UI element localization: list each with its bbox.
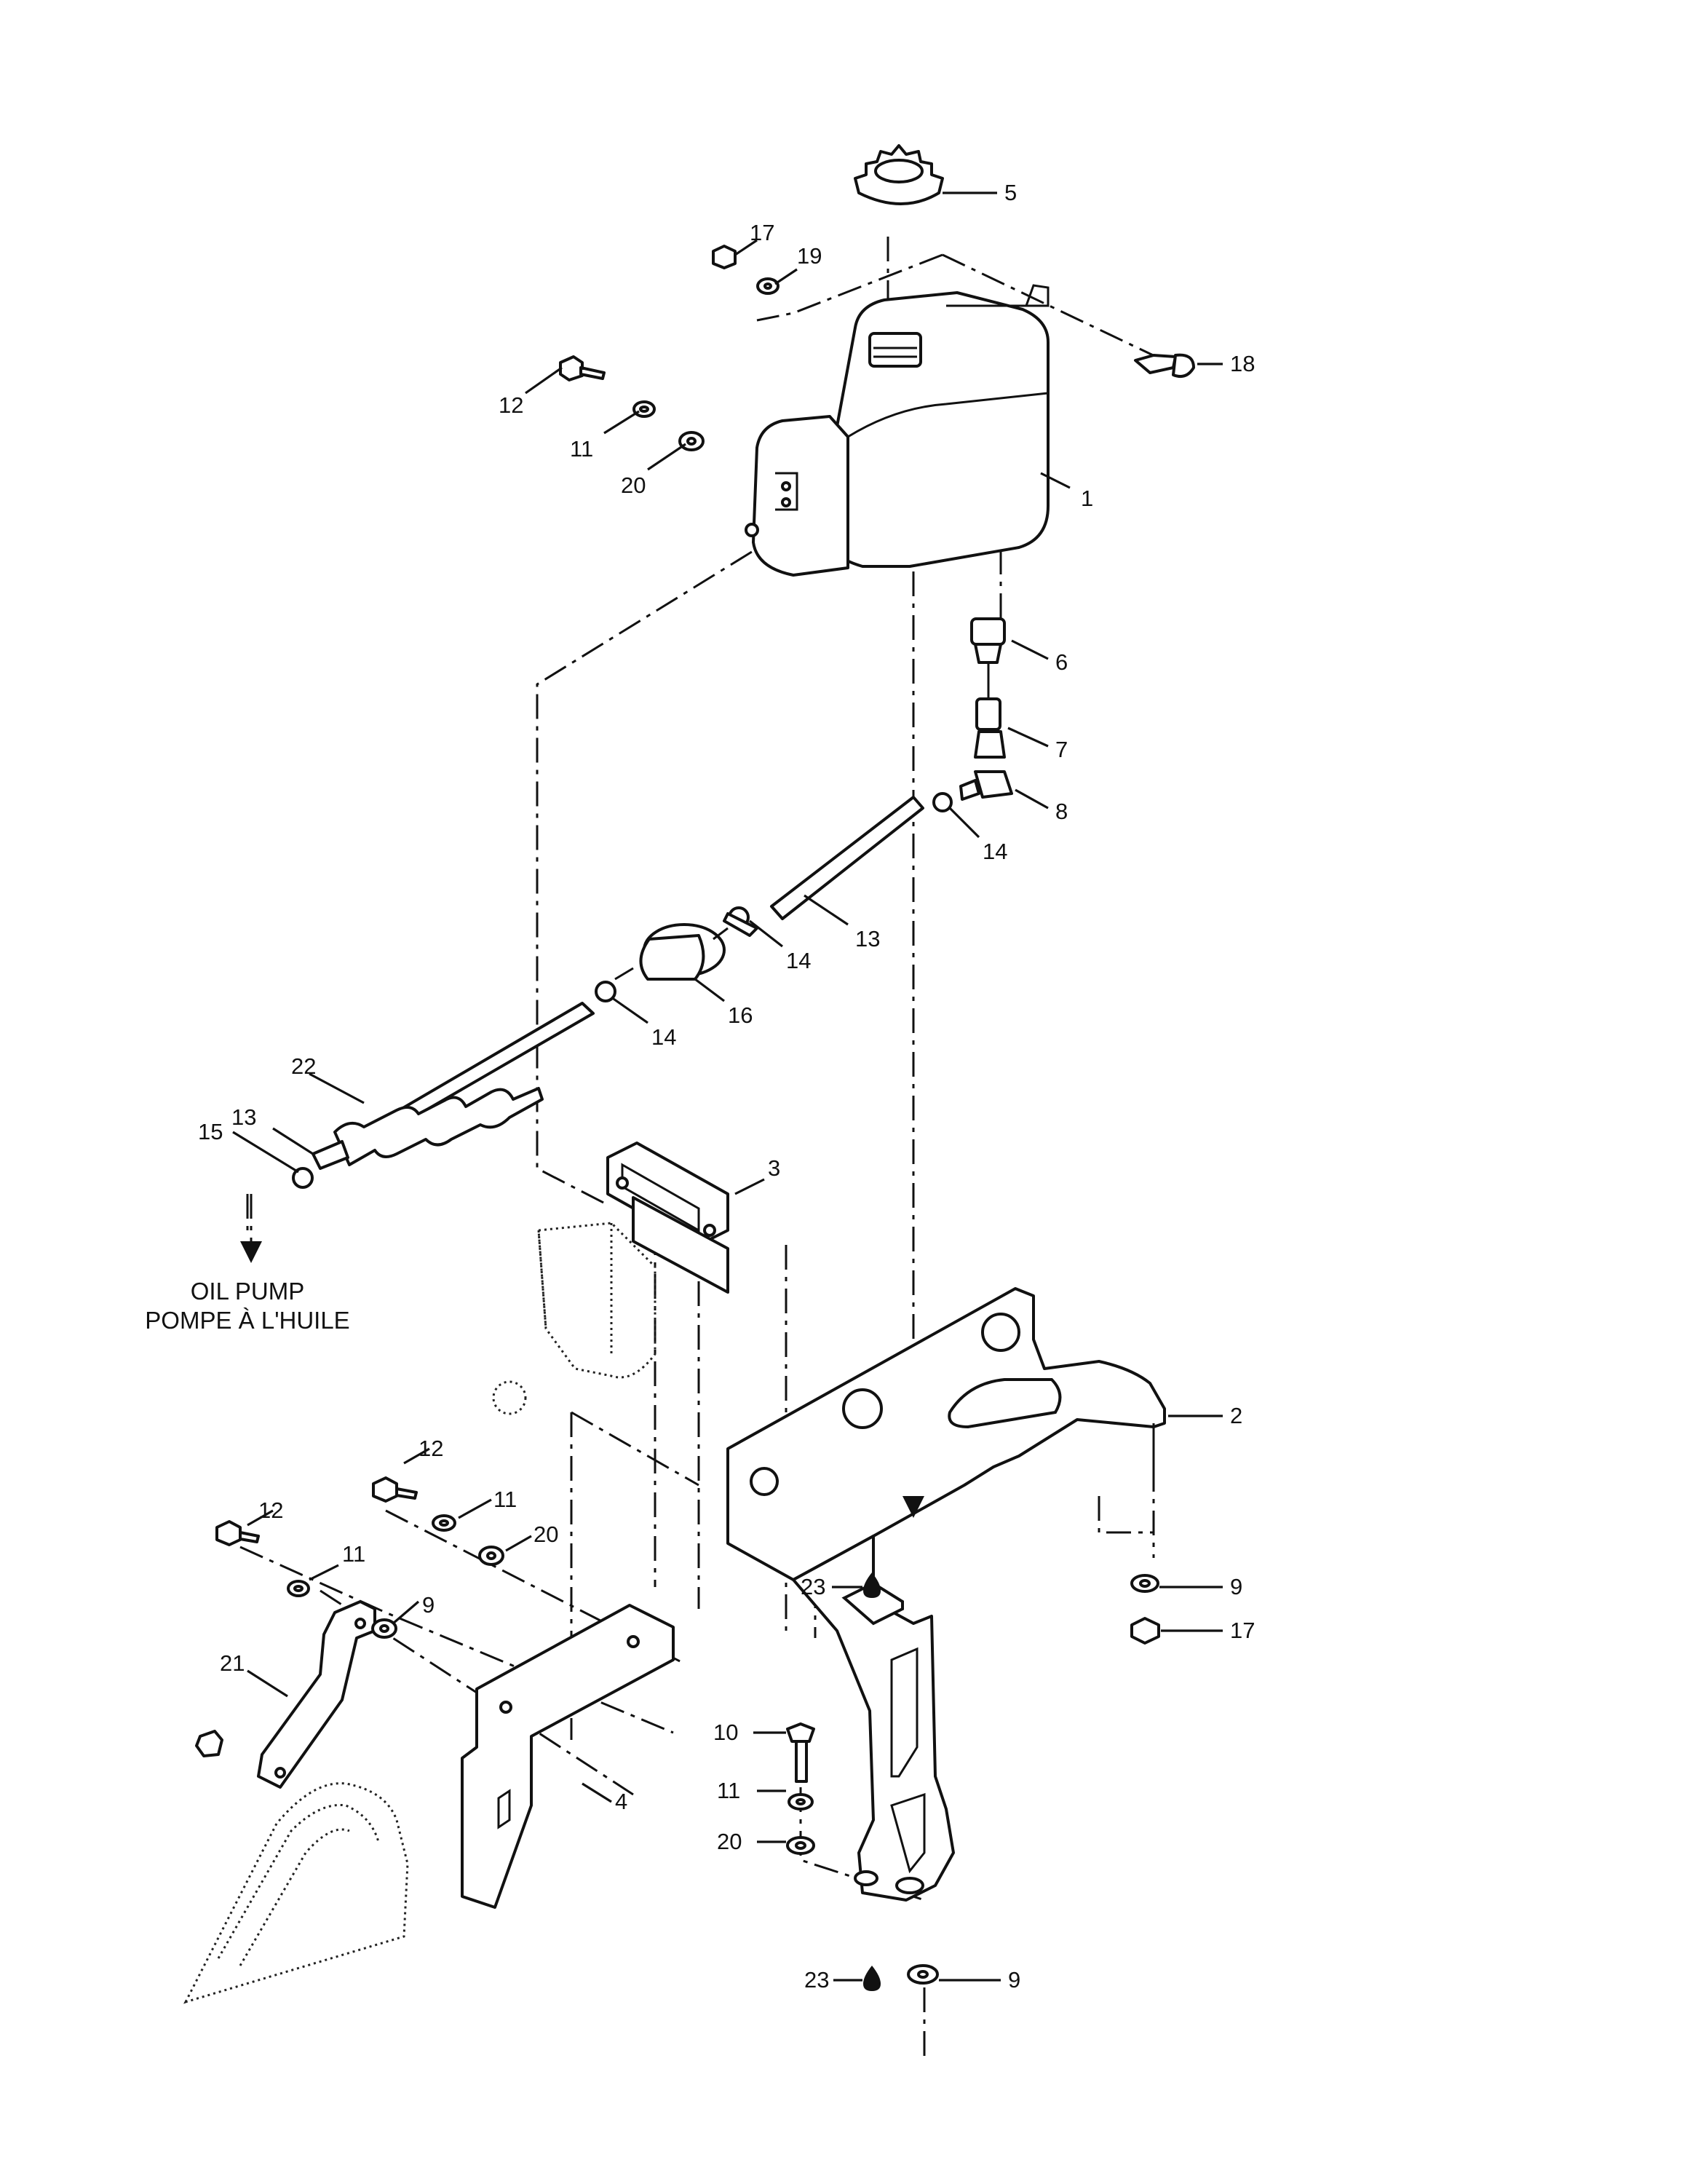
callout-11: 11 <box>570 436 593 462</box>
callout-14: 14 <box>786 948 811 973</box>
oil-line-assembly <box>292 617 1013 1189</box>
arrow-down-icon <box>240 1241 262 1263</box>
callout-21: 21 <box>220 1650 245 1676</box>
arrow-down-icon <box>903 1496 924 1518</box>
callout-15: 15 <box>198 1119 223 1144</box>
callout-13: 13 <box>231 1104 256 1130</box>
callout-7: 7 <box>1055 737 1068 762</box>
callout-10: 10 <box>713 1720 738 1745</box>
callout-9: 9 <box>1230 1574 1242 1599</box>
callout-23: 23 <box>801 1574 825 1599</box>
flow-arrows <box>240 1194 924 1518</box>
callout-20: 20 <box>621 472 646 498</box>
bracket-21 <box>195 1600 376 1789</box>
callout-12: 12 <box>258 1497 283 1523</box>
callout-14: 14 <box>983 839 1007 864</box>
callout-4: 4 <box>615 1789 627 1814</box>
oil-pump-caption: OIL PUMP POMPE À L'HUILE <box>145 1278 349 1334</box>
callout-16: 16 <box>728 1002 753 1028</box>
bracket-4 <box>461 1604 675 1909</box>
callout-17: 17 <box>1230 1618 1255 1643</box>
callout-12: 12 <box>499 392 523 418</box>
mounting-bracket-2 <box>726 1287 1166 1902</box>
callout-11: 11 <box>493 1487 517 1512</box>
electronic-module-phantom <box>492 1222 656 1415</box>
callout-22: 22 <box>291 1053 316 1079</box>
callout-18: 18 <box>1230 351 1255 376</box>
callout-12: 12 <box>418 1436 443 1461</box>
callout-9: 9 <box>1008 1967 1020 1993</box>
lower-hardware <box>215 1476 1160 1991</box>
callout-20: 20 <box>533 1522 558 1547</box>
engine-housing-phantom <box>183 1782 409 2004</box>
caption-line-fr: POMPE À L'HUILE <box>145 1307 349 1334</box>
tank-mounting-hardware <box>559 245 1195 451</box>
filler-cap <box>854 144 944 205</box>
callout-5: 5 <box>1004 180 1017 205</box>
callout-8: 8 <box>1055 799 1068 824</box>
callout-11: 11 <box>342 1541 365 1567</box>
bracket-3 <box>606 1142 729 1294</box>
oil-tank <box>745 284 1050 577</box>
caption-line-en: OIL PUMP <box>191 1278 304 1305</box>
callout-1: 1 <box>1081 486 1093 511</box>
callout-2: 2 <box>1230 1403 1242 1428</box>
callout-9: 9 <box>422 1592 435 1618</box>
callout-19: 19 <box>797 243 822 269</box>
callout-13: 13 <box>855 926 880 951</box>
leader-lines <box>232 191 1223 1982</box>
callout-6: 6 <box>1055 649 1068 675</box>
callout-17: 17 <box>750 220 774 245</box>
callout-3: 3 <box>768 1155 780 1181</box>
callout-numbers: 1 2 3 4 5 6 7 8 9 9 9 10 11 11 11 11 12 … <box>198 180 1255 1993</box>
callout-20: 20 <box>717 1829 742 1854</box>
callout-23: 23 <box>804 1967 829 1993</box>
callout-14: 14 <box>651 1024 676 1050</box>
callout-11: 11 <box>717 1778 740 1803</box>
